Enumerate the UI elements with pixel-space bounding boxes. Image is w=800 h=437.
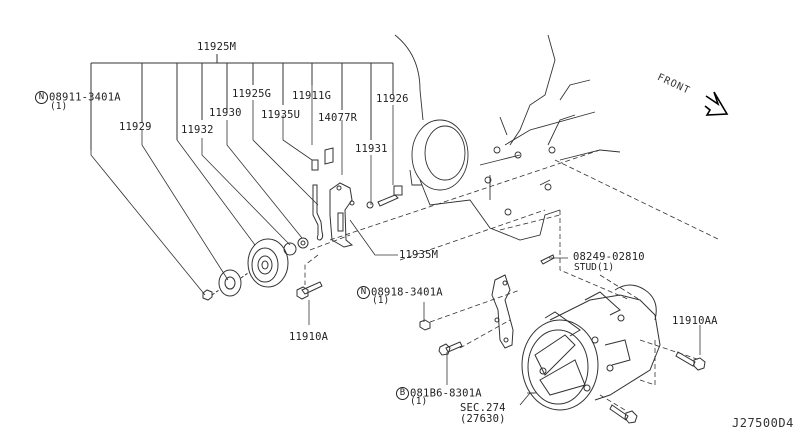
- part-number: 08911-3401A: [49, 91, 121, 104]
- front-arrow-icon: [705, 92, 727, 115]
- ac-compressor: [522, 285, 660, 410]
- bolts: [297, 186, 705, 423]
- b-symbol-icon: B: [396, 387, 409, 400]
- part-qty: (1): [410, 396, 428, 407]
- part-label-11930: 11930: [209, 107, 242, 119]
- n-symbol-icon: N: [357, 286, 370, 299]
- part-label-11926: 11926: [376, 93, 409, 105]
- diagram-code: J27500D4: [732, 416, 794, 430]
- part-label-11925G: 11925G: [232, 88, 272, 100]
- part-label-11932: 11932: [181, 124, 214, 136]
- part-qty: (1): [372, 295, 390, 306]
- idler-pulley-assembly: [203, 238, 308, 300]
- section-ref-number: (27630): [460, 413, 506, 425]
- assembly-bracket-11925M: [91, 54, 393, 150]
- part-label-11910A: 11910A: [289, 331, 329, 343]
- adjuster-bracket-11935M: [312, 148, 354, 247]
- part-label-11925M: 11925M: [197, 41, 237, 53]
- leader-lines: [91, 85, 700, 405]
- alignment-lines: [305, 150, 720, 410]
- part-label-11910AA: 11910AA: [672, 315, 718, 327]
- section-ref-label: SEC.274: [460, 402, 506, 414]
- part-label-11931: 11931: [355, 143, 388, 155]
- part-label-14077R: 14077R: [318, 112, 358, 124]
- part-number: 081B6-8301A: [410, 387, 482, 400]
- part-label-11935M: 11935M: [399, 249, 439, 261]
- engine-block: [395, 35, 620, 240]
- part-label-11929: 11929: [119, 121, 152, 133]
- n-symbol-icon: N: [35, 91, 48, 104]
- part-qty: (1): [50, 101, 68, 112]
- part-label-11935U: 11935U: [261, 109, 301, 121]
- compressor-bracket: [492, 275, 513, 348]
- part-number: 08918-3401A: [371, 286, 443, 299]
- part-label-08249-02810: 08249-02810: [573, 251, 645, 263]
- part-desc-stud: STUD(1): [574, 262, 615, 273]
- part-label-11911G: 11911G: [292, 90, 332, 102]
